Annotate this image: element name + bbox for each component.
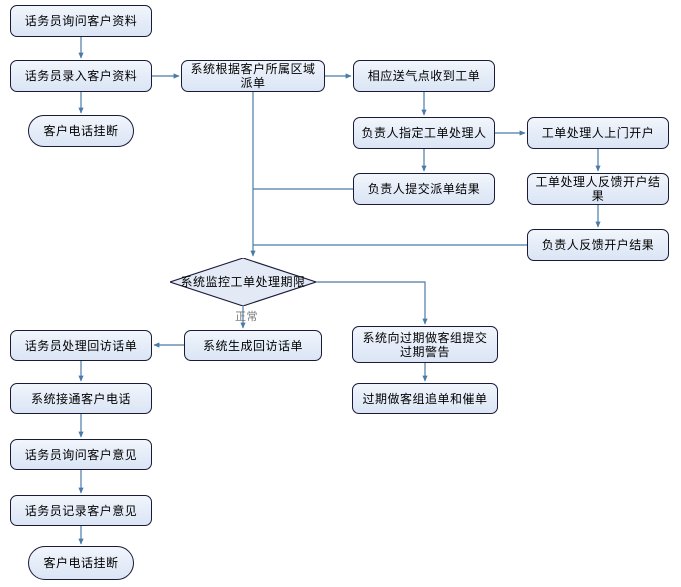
node-label: 话务员询问客户意见 xyxy=(24,447,138,462)
node-label: 话务员记录客户意见 xyxy=(24,503,138,518)
node-agent-handles-callback-ticket[interactable]: 话务员处理回访话单 xyxy=(10,330,152,361)
edge-decision-n18 xyxy=(316,281,428,325)
node-overdue-group-follows-up[interactable]: 过期做客组追单和催单 xyxy=(352,383,498,414)
node-gas-station-receives-order[interactable]: 相应送气点收到工单 xyxy=(353,60,495,92)
node-enter-customer-info[interactable]: 话务员录入客户资料 xyxy=(10,60,152,92)
node-customer-hangup-top[interactable]: 客户电话挂断 xyxy=(28,115,134,147)
node-system-connects-customer-call[interactable]: 系统接通客户电话 xyxy=(10,383,152,414)
node-label: 工单处理人上门开户 xyxy=(541,126,655,140)
node-label: 负责人提交派单结果 xyxy=(367,182,481,196)
node-label: 过期做客组追单和催单 xyxy=(362,391,488,406)
diamond-shape xyxy=(170,258,316,306)
node-agent-asks-customer-opinion[interactable]: 话务员询问客户意见 xyxy=(10,439,152,470)
node-label: 话务员询问客户资料 xyxy=(24,14,138,28)
node-label: 工单处理人反馈开户结果 xyxy=(535,175,661,203)
node-system-dispatch-by-region[interactable]: 系统根据客户所属区域派单 xyxy=(181,60,325,92)
node-agent-records-customer-opinion[interactable]: 话务员记录客户意见 xyxy=(10,495,152,526)
node-label: 话务员录入客户资料 xyxy=(24,69,138,83)
node-manager-assigns-handler[interactable]: 负责人指定工单处理人 xyxy=(353,117,495,149)
node-system-sends-overdue-warning[interactable]: 系统向过期做客组提交过期警告 xyxy=(352,326,498,363)
node-system-generates-callback-ticket[interactable]: 系统生成回访话单 xyxy=(184,330,322,361)
node-handler-reports-account-result[interactable]: 工单处理人反馈开户结果 xyxy=(527,173,669,205)
node-label: 系统监控工单处理期限 xyxy=(180,275,306,289)
node-label: 客户电话挂断 xyxy=(43,124,119,138)
node-label: 负责人反馈开户结果 xyxy=(541,238,655,252)
node-label: 系统接通客户电话 xyxy=(30,391,131,406)
node-label: 负责人指定工单处理人 xyxy=(361,126,487,140)
node-customer-hangup-bottom[interactable]: 客户电话挂断 xyxy=(28,546,134,580)
node-manager-reports-account-result[interactable]: 负责人反馈开户结果 xyxy=(527,229,669,261)
edge-label-normal: 正常 xyxy=(235,310,258,323)
node-label: 系统根据客户所属区域派单 xyxy=(190,62,316,90)
node-manager-submits-dispatch-result[interactable]: 负责人提交派单结果 xyxy=(353,173,495,205)
node-ask-customer-info[interactable]: 话务员询问客户资料 xyxy=(10,5,152,37)
node-label: 系统向过期做客组提交过期警告 xyxy=(362,330,488,359)
node-label: 系统生成回访话单 xyxy=(202,338,303,353)
node-handler-visits-to-open-account[interactable]: 工单处理人上门开户 xyxy=(527,117,669,149)
node-label: 客户电话挂断 xyxy=(43,556,119,570)
node-label: 相应送气点收到工单 xyxy=(367,69,481,83)
node-decision-monitor-deadline[interactable]: 系统监控工单处理期限 xyxy=(170,258,316,306)
node-label: 话务员处理回访话单 xyxy=(24,338,138,353)
